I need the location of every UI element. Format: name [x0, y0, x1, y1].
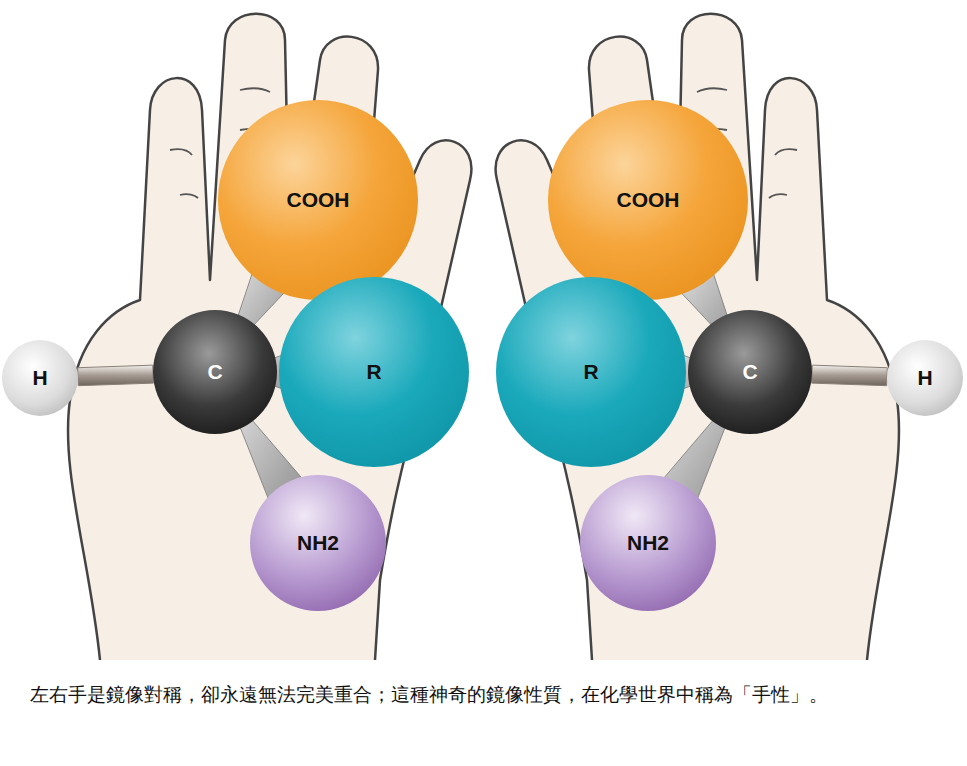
atom-label: H — [917, 366, 932, 390]
atom-label: NH2 — [297, 531, 339, 555]
r-group-ball: R — [496, 277, 686, 467]
carboxyl-ball: COOH — [548, 100, 748, 300]
atom-label: H — [32, 366, 47, 390]
carbon-ball: C — [688, 310, 812, 434]
amino-ball: NH2 — [580, 475, 716, 611]
left-hand — [68, 14, 471, 660]
single-bond — [78, 365, 154, 386]
atom-label: C — [742, 360, 757, 384]
hydrogen-ball: H — [2, 340, 78, 416]
atom-label: NH2 — [627, 531, 669, 555]
right-hand — [496, 14, 899, 660]
atom-label: R — [583, 360, 598, 384]
atom-label: COOH — [287, 188, 350, 212]
atom-label: C — [207, 360, 222, 384]
r-group-ball: R — [279, 277, 469, 467]
amino-ball: NH2 — [250, 475, 386, 611]
atom-label: R — [366, 360, 381, 384]
single-bond — [812, 365, 888, 386]
carbon-ball: C — [153, 310, 277, 434]
carboxyl-ball: COOH — [218, 100, 418, 300]
figure-caption: 左右手是鏡像對稱，卻永遠無法完美重合；這種神奇的鏡像性質，在化學世界中稱為「手性… — [30, 680, 940, 709]
atom-label: COOH — [617, 188, 680, 212]
hydrogen-ball: H — [887, 340, 963, 416]
